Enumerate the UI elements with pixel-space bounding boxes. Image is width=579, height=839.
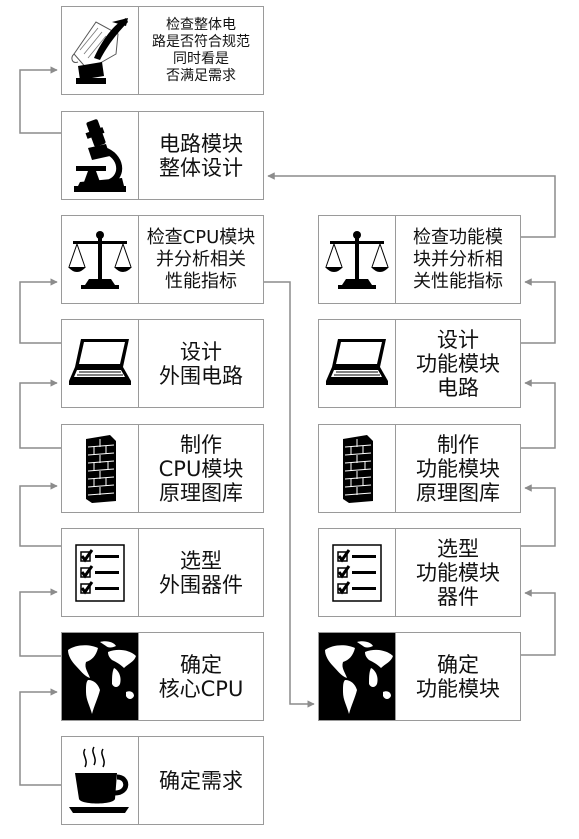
node-select-peripheral: 选型 外围器件 xyxy=(61,528,264,617)
node-text-line: 功能模块 xyxy=(416,560,500,585)
arrow-req-to-cpu xyxy=(19,688,61,786)
node-text-line: 功能模块 xyxy=(416,676,500,701)
arrow-checkfunc-to-designwhole xyxy=(267,172,556,238)
node-text-line: 功能模块 xyxy=(416,351,500,376)
node-determine-req: 确定需求 xyxy=(61,736,264,825)
checklist-icon xyxy=(62,529,139,616)
node-design-func: 设计 功能模块 电路 xyxy=(318,319,521,408)
arrow-select-to-lib xyxy=(19,482,61,547)
node-text-line: 整体设计 xyxy=(159,155,243,180)
node-text-line: 器件 xyxy=(437,584,479,609)
laptop-icon xyxy=(62,320,139,407)
node-text-line: 关性能指标 xyxy=(413,270,503,292)
node-text-line: 否满足需求 xyxy=(166,67,236,84)
node-text-line: CPU模块 xyxy=(158,456,244,481)
node-text-line: 核心CPU xyxy=(158,676,244,701)
node-text-line: 选型 xyxy=(437,536,479,561)
node-text-line: 检查CPU模块 xyxy=(146,226,256,248)
node-text-line: 检查功能模 xyxy=(413,226,503,248)
arrow-designfunc-to-checkfunc xyxy=(521,278,556,344)
node-text-line: 设计 xyxy=(180,339,222,364)
arrow-checkcpu-to-determinefunc xyxy=(264,281,315,708)
brick-wall-icon xyxy=(319,425,396,512)
node-text-line: 制作 xyxy=(437,432,479,457)
node-make-func-lib: 制作 功能模块 原理图库 xyxy=(318,424,521,513)
brick-wall-icon xyxy=(62,425,139,512)
node-text-line: 确定 xyxy=(437,652,479,677)
microscope-icon xyxy=(62,112,139,199)
coffee-cup-icon xyxy=(62,737,139,824)
arrow-lib-to-design xyxy=(19,379,61,449)
world-map-icon xyxy=(319,633,396,720)
node-determine-func: 确定 功能模块 xyxy=(318,632,521,721)
balance-scale-icon xyxy=(62,216,139,303)
node-text-line: 并分析相关 xyxy=(156,248,246,270)
laptop-icon xyxy=(319,320,396,407)
node-text-line: 确定需求 xyxy=(159,768,243,793)
node-text-line: 设计 xyxy=(437,327,479,352)
node-text-line: 电路模块 xyxy=(159,131,243,156)
arrow-libfunc-to-designfunc xyxy=(521,379,556,449)
arrow-cpu-to-select xyxy=(19,588,61,657)
node-text-line: 外围器件 xyxy=(159,572,243,597)
checklist-icon xyxy=(319,529,396,616)
node-text-line: 路是否符合规范 xyxy=(152,33,250,50)
node-text-line: 电路 xyxy=(437,375,479,400)
node-design-peripheral: 设计 外围电路 xyxy=(61,319,264,408)
node-text-line: 外围电路 xyxy=(159,363,243,388)
arrow-designwhole-to-checkwhole xyxy=(19,66,61,134)
node-text-line: 同时看是 xyxy=(173,50,229,67)
node-check-cpu: 检查CPU模块 并分析相关 性能指标 xyxy=(61,215,264,304)
node-text-line: 块并分析相 xyxy=(413,248,503,270)
arrow-selectfunc-to-libfunc xyxy=(521,484,556,547)
node-make-cpu-lib: 制作 CPU模块 原理图库 xyxy=(61,424,264,513)
node-text-line: 性能指标 xyxy=(165,270,237,292)
node-text-line: 选型 xyxy=(180,548,222,573)
node-text-line: 原理图库 xyxy=(159,480,243,505)
node-text-line: 制作 xyxy=(180,432,222,457)
node-text-line: 确定 xyxy=(180,652,222,677)
world-map-icon xyxy=(62,633,139,720)
balance-scale-icon xyxy=(319,216,396,303)
node-text-line: 功能模块 xyxy=(416,456,500,481)
node-circuit-design: 电路模块 整体设计 xyxy=(61,111,264,200)
node-determine-cpu: 确定 核心CPU xyxy=(61,632,264,721)
arrow-design-to-check xyxy=(19,278,61,344)
arrow-determinefunc-to-selectfunc xyxy=(521,589,556,656)
node-select-func: 选型 功能模块 器件 xyxy=(318,528,521,617)
node-check-whole: 检查整体电 路是否符合规范 同时看是 否满足需求 xyxy=(61,6,264,95)
node-text-line: 检查整体电 xyxy=(166,16,236,33)
node-check-func: 检查功能模 块并分析相 关性能指标 xyxy=(318,215,521,304)
quill-pen-paper-icon xyxy=(62,7,139,94)
node-text-line: 原理图库 xyxy=(416,480,500,505)
